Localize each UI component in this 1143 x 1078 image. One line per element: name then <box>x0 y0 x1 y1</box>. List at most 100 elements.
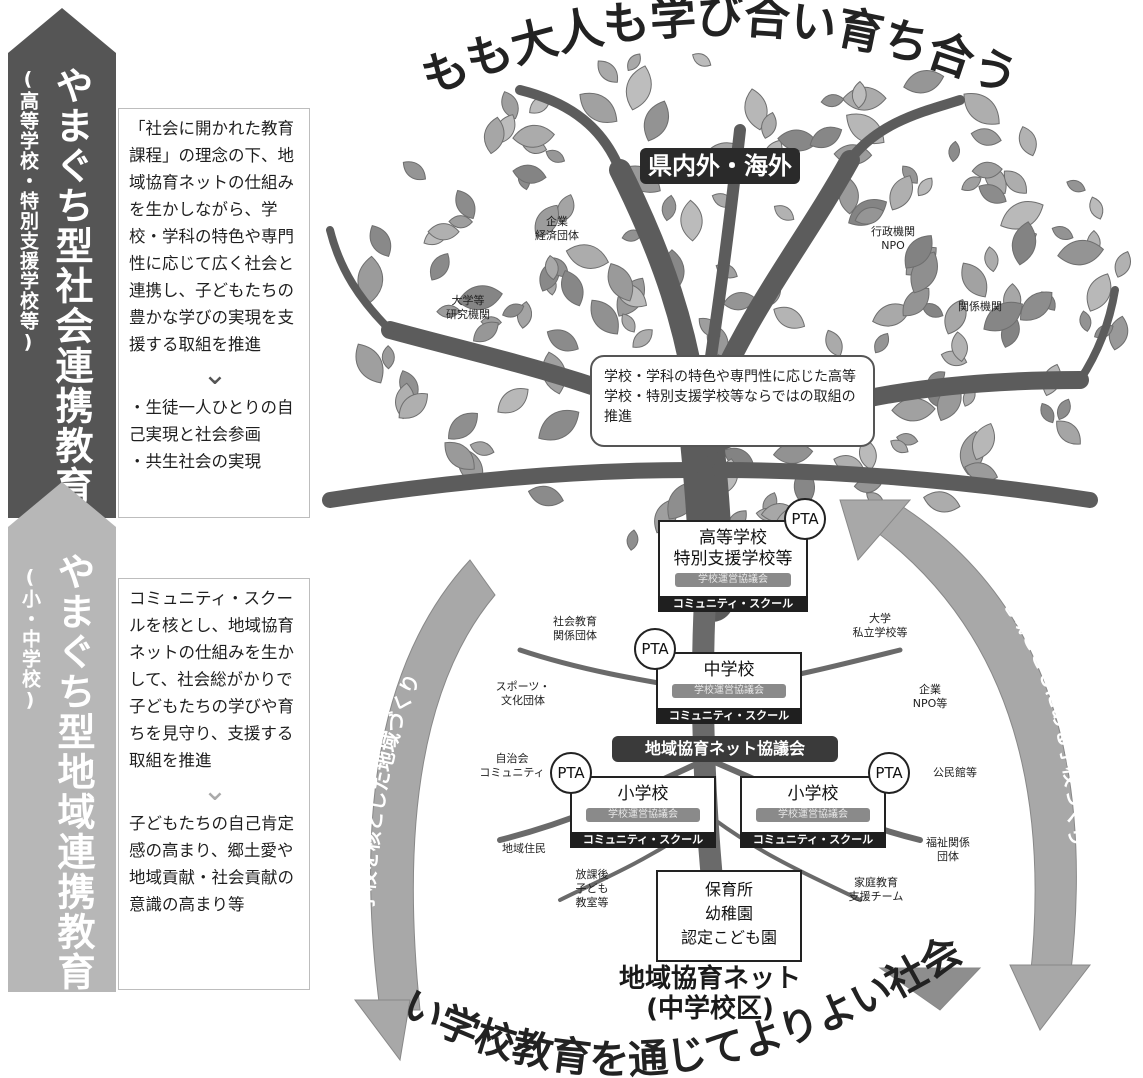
leaf <box>874 332 889 354</box>
leaf <box>538 410 580 441</box>
leaf <box>597 60 619 83</box>
leaf <box>626 529 639 551</box>
chevron-down-icon: ⌄ <box>202 357 228 392</box>
high-section-title: やまぐち型社会連携教育 <box>49 66 93 506</box>
root-label-company-npo: 企業 NPO等 <box>912 683 948 710</box>
branch-label-company: 企業 経済団体 <box>535 215 579 242</box>
elem-section-title: やまぐち型地域連携教育 <box>51 552 95 992</box>
leaf <box>545 149 566 163</box>
leaf <box>773 205 795 221</box>
leaf <box>1000 201 1044 230</box>
leaf <box>607 263 634 302</box>
leaf <box>546 329 579 352</box>
leaf <box>1003 170 1027 194</box>
high-school-name: 高等学校 特別支援学校等 <box>673 528 793 569</box>
elem-school-right-name: 小学校 <box>787 784 839 804</box>
leaf <box>917 177 933 197</box>
nursery-box: 保育所 幼稚園 認定こども園 <box>656 870 802 962</box>
root-label-univ-private: 大学 私立学校等 <box>852 612 908 639</box>
leaf <box>680 199 703 242</box>
council-banner: 地域協育ネット協議会 <box>612 736 838 762</box>
elem-section-subtitle: (小・中学校) <box>19 566 41 712</box>
elem-section-banner: やまぐち型地域連携教育 (小・中学校) <box>8 482 116 992</box>
leaf <box>661 194 677 222</box>
leaf <box>923 491 961 513</box>
leaf <box>627 53 641 71</box>
elem-school-right-box: 小学校 学校運営協議会 コミュニティ・スクール <box>740 776 886 848</box>
elem-section-description: コミュニティ・スクールを核とし、地域協育ネットの仕組みを生かして、社会総がかりで… <box>129 589 294 770</box>
high-school-callout: 学校・学科の特色や専門性に応じた高等学校・特別支援学校等ならではの取組の推進 <box>590 355 875 447</box>
elem-school-left-community-school: コミュニティ・スクール <box>570 832 716 848</box>
leaf <box>1079 310 1092 333</box>
leaf <box>561 269 584 307</box>
leaf <box>1086 273 1112 312</box>
leaf <box>1108 315 1129 351</box>
leaf <box>1089 196 1104 220</box>
pta-badge-high: PTA <box>784 498 826 540</box>
middle-school-community-school: コミュニティ・スクール <box>656 708 802 724</box>
leaf <box>469 441 495 456</box>
leaf <box>402 161 426 181</box>
leaf <box>1056 398 1071 421</box>
leaf <box>904 235 933 269</box>
leaf <box>1057 240 1105 266</box>
leaf <box>527 485 564 507</box>
leaf <box>1056 420 1081 445</box>
root-label-social-edu: 社会教育 関係団体 <box>553 615 597 642</box>
leaf <box>544 254 559 281</box>
leaf <box>444 441 475 470</box>
elem-section-description-box: コミュニティ・スクールを核とし、地域協育ネットの仕組みを生かして、社会総がかりで… <box>118 578 310 990</box>
leaf <box>963 93 1000 125</box>
branch-label-univ: 大学等 研究機関 <box>446 294 490 321</box>
leaf <box>961 176 982 191</box>
leaf <box>565 244 610 269</box>
elem-school-left-council: 学校運営協議会 <box>586 808 700 822</box>
leaf <box>621 313 636 333</box>
root-label-welfare: 福祉関係 団体 <box>926 836 970 863</box>
leaf <box>381 345 395 370</box>
leaf <box>625 65 652 111</box>
chevron-down-icon: ⌄ <box>202 773 228 808</box>
leaf <box>983 302 1024 332</box>
root-label-residents-assoc: 自治会 コミュニティ <box>479 752 545 779</box>
middle-school-council: 学校運営協議会 <box>672 684 786 698</box>
branch-label-gov: 行政機関 NPO <box>871 225 915 252</box>
nursery-name: 保育所 幼稚園 認定こども園 <box>680 880 777 947</box>
high-school-community-school: コミュニティ・スクール <box>658 596 808 612</box>
leaf <box>889 175 913 211</box>
leaf <box>369 225 392 257</box>
leaf <box>903 69 945 94</box>
high-section-subtitle: (高等学校・特別支援学校等) <box>17 68 39 354</box>
leaf <box>501 91 519 120</box>
leaf <box>1020 291 1053 321</box>
leaf <box>643 100 669 142</box>
leaf <box>590 299 619 335</box>
leaf <box>773 306 806 329</box>
high-school-box: 高等学校 特別支援学校等 学校運営協議会 コミュニティ・スクール <box>658 520 808 612</box>
high-section-description: 「社会に開かれた教育課程」の理念の下、地域協育ネットの仕組みを生かしながら、学校… <box>129 119 294 354</box>
leaf <box>1018 126 1037 157</box>
leaf <box>448 412 478 440</box>
pta-badge-elem-right: PTA <box>868 752 910 794</box>
network-label: 地域協育ネット (中学校区) <box>618 964 801 1024</box>
leaf <box>890 439 909 454</box>
leaf <box>472 321 499 343</box>
root-label-community-center: 公民館等 <box>933 766 977 779</box>
root-label-sports: スポーツ・ 文化団体 <box>495 680 551 707</box>
cycle-arrows <box>354 499 1092 1062</box>
root-label-family-support: 家庭教育 支援チーム <box>848 876 904 903</box>
leaf <box>971 161 1003 179</box>
leaf <box>1066 179 1086 193</box>
crown-label: 県内外・海外 <box>640 148 800 184</box>
leaf <box>1011 221 1037 266</box>
elem-school-right-community-school: コミュニティ・スクール <box>740 832 886 848</box>
high-school-council: 学校運営協議会 <box>674 573 792 587</box>
leaf <box>455 189 476 220</box>
leaf <box>948 140 960 163</box>
elem-school-right-council: 学校運営協議会 <box>756 808 870 822</box>
high-section-banner: やまぐち型社会連携教育 (高等学校・特別支援学校等) <box>8 8 116 518</box>
leaf <box>961 262 988 298</box>
leaf <box>744 88 768 131</box>
high-section-description-box: 「社会に開かれた教育課程」の理念の下、地域協育ネットの仕組みを生かしながら、学校… <box>118 108 310 518</box>
